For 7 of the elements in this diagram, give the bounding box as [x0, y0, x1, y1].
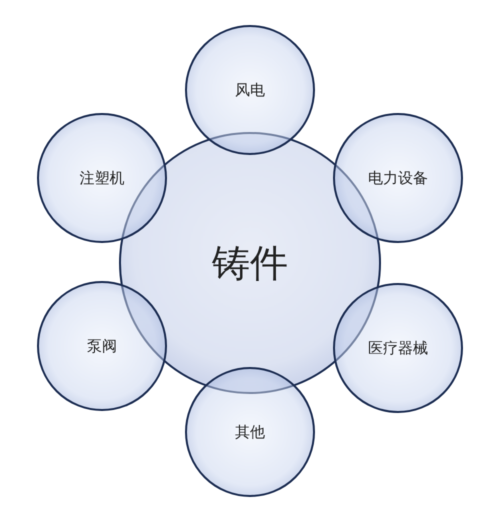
node-label: 注塑机 — [80, 168, 124, 188]
node-label: 医疗器械 — [368, 338, 428, 358]
node-label: 风电 — [235, 80, 265, 100]
node-label: 铸件 — [212, 240, 288, 286]
node-label: 泵阀 — [87, 336, 117, 356]
node-label: 电力设备 — [368, 168, 428, 188]
node-label: 其他 — [235, 422, 265, 442]
